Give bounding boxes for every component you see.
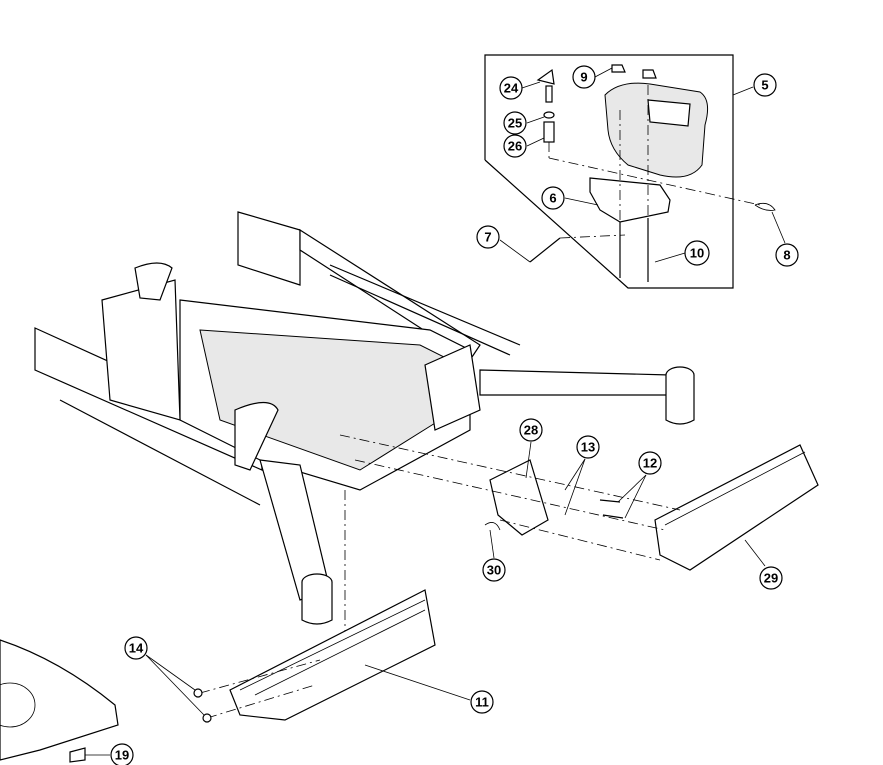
callout-8: 8	[775, 243, 799, 267]
callout-30: 30	[482, 558, 506, 582]
callout-10: 10	[684, 240, 710, 266]
side-plates	[339, 434, 819, 680]
svg-text:28: 28	[524, 423, 538, 438]
callout-6: 6	[541, 186, 565, 210]
deck-fragment	[0, 639, 119, 763]
callout-14: 14	[124, 636, 148, 660]
svg-text:9: 9	[580, 70, 587, 85]
svg-text:13: 13	[581, 440, 595, 455]
callout-11: 11	[470, 690, 494, 714]
callout-9: 9	[572, 65, 596, 89]
svg-text:7: 7	[484, 230, 491, 245]
callout-29: 29	[759, 566, 783, 590]
svg-text:30: 30	[487, 563, 501, 578]
seat-assembly-inset	[484, 54, 776, 289]
lower-bracket	[193, 589, 436, 723]
svg-text:12: 12	[643, 456, 657, 471]
svg-text:24: 24	[504, 81, 519, 96]
callout-12: 12	[638, 451, 662, 475]
svg-text:26: 26	[508, 139, 522, 154]
svg-text:5: 5	[761, 78, 768, 93]
svg-text:29: 29	[764, 571, 778, 586]
svg-text:10: 10	[690, 246, 704, 261]
callout-13: 13	[576, 435, 600, 459]
callout-26: 26	[503, 134, 527, 158]
svg-text:6: 6	[549, 191, 556, 206]
svg-text:8: 8	[783, 248, 790, 263]
main-frame	[34, 211, 695, 625]
callout-25: 25	[503, 111, 527, 135]
svg-text:19: 19	[115, 748, 129, 763]
svg-text:14: 14	[129, 641, 144, 656]
callout-24: 24	[499, 76, 523, 100]
svg-text:25: 25	[508, 116, 522, 131]
callout-19: 19	[110, 743, 134, 765]
callout-28: 28	[519, 418, 543, 442]
leader-lines	[85, 67, 786, 756]
callout-5: 5	[753, 73, 777, 97]
callout-7: 7	[476, 225, 500, 249]
svg-text:11: 11	[475, 695, 489, 710]
